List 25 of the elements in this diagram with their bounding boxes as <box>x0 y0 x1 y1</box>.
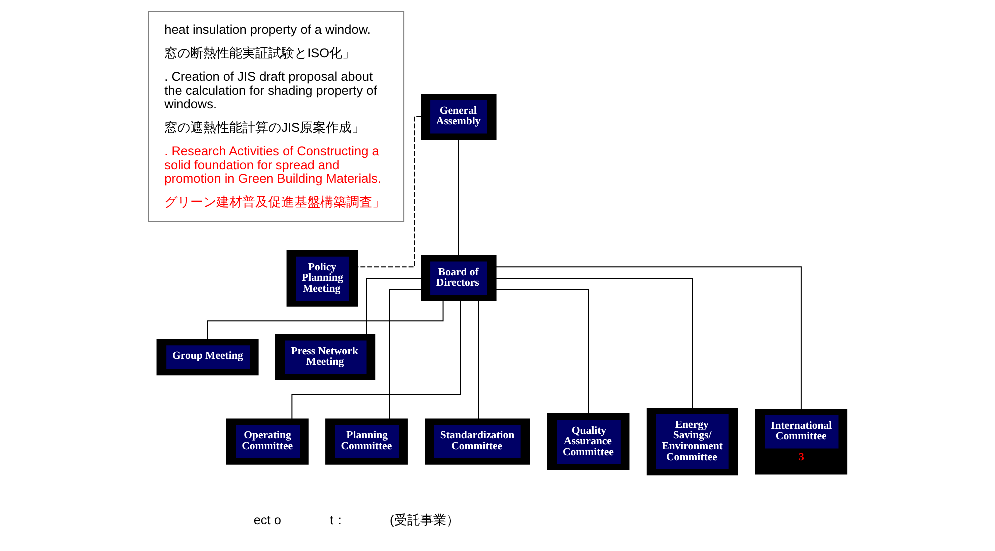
node-box: Quality Assurance Committee <box>546 413 630 470</box>
node-box: Press Network Meeting <box>275 334 376 380</box>
node-box: heat insulation property of a window. 窓の断熱性能実証試験とISO化」 . Creation of JIS draft proposal about the calculation for shading property of windows. 窓の遮熱性能計算のJIS原案作成」 . Research Activities of Constructing a solid foundation for spread and promotion in Green Building Materials. グリーン建材普及促進基盤構築調査」 <box>148 12 404 223</box>
node-box: Policy Planning Meeting <box>286 250 358 307</box>
connector <box>496 278 693 409</box>
connector <box>478 300 479 420</box>
node-box: International Committee 3 <box>754 408 848 475</box>
node-box: Group Meeting <box>156 339 258 376</box>
node-box: General Assembly <box>420 94 496 140</box>
connector <box>357 116 422 268</box>
connector <box>458 139 459 256</box>
connector <box>388 289 422 420</box>
label: t： <box>330 512 346 528</box>
connector <box>291 300 461 420</box>
node-box: Energy Savings/ Environment Committee <box>646 408 738 476</box>
connector <box>495 266 802 410</box>
node-box: Standardization Committee <box>424 418 530 465</box>
node-box: Board of Directors <box>420 255 496 302</box>
label: ect o <box>253 512 281 528</box>
label: (受託事業） <box>390 512 459 528</box>
node-box: Planning Committee <box>325 418 408 465</box>
connector <box>206 300 444 340</box>
node-box: Operating Committee <box>226 418 308 465</box>
connector <box>495 289 588 414</box>
connector <box>366 278 422 336</box>
